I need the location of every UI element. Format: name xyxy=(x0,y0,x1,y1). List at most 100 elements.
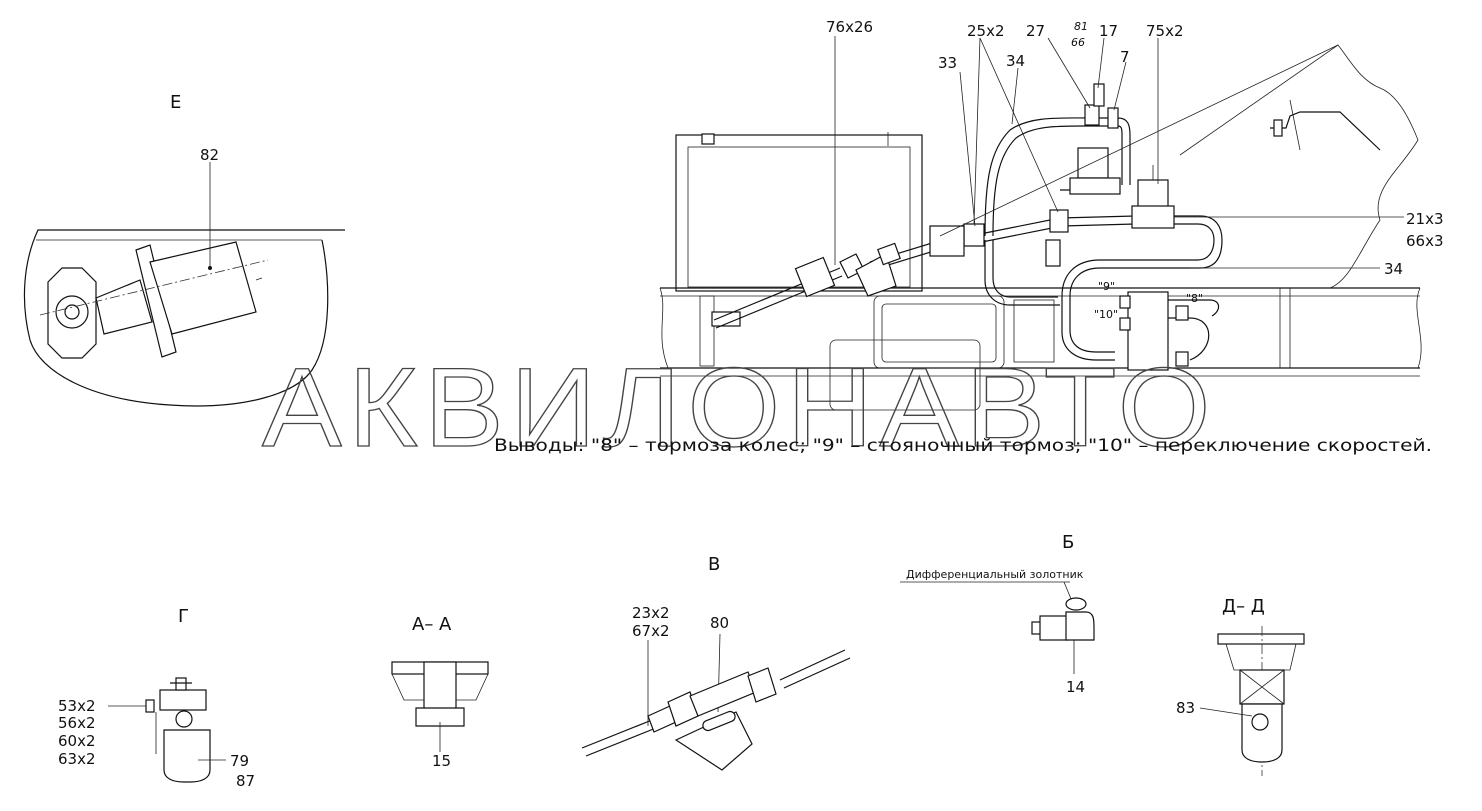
cab-outline xyxy=(1179,44,1419,289)
view-v-pipe-left xyxy=(581,719,653,749)
view-v-nut-right xyxy=(747,667,777,703)
tank-inner xyxy=(687,146,911,288)
view-v-label-67: 67x2 xyxy=(632,622,670,640)
fitting-7 xyxy=(1107,107,1119,129)
leader-27 xyxy=(1047,37,1091,109)
frame-break-left xyxy=(659,287,669,369)
plug-17 xyxy=(1093,83,1105,107)
tee-27 xyxy=(1084,104,1100,126)
callout-7: 7 xyxy=(1120,48,1130,66)
view-v-label-23: 23x2 xyxy=(632,604,670,622)
view-e-fitting xyxy=(255,277,263,281)
filter-nut xyxy=(877,242,901,266)
view-e-title: Е xyxy=(170,92,181,113)
view-g-port xyxy=(175,710,193,728)
view-v-slot xyxy=(702,710,736,732)
view-dd-leader-83 xyxy=(1199,707,1253,717)
view-b-cap xyxy=(1065,597,1087,611)
view-dd-title: Д– Д xyxy=(1222,596,1265,617)
view-dd-cross-2 xyxy=(1239,669,1285,705)
bracket-left xyxy=(699,295,715,367)
view-g-label-56: 56x2 xyxy=(58,714,96,732)
view-b-title: Б xyxy=(1062,532,1074,553)
port-fitting-10 xyxy=(1119,317,1131,331)
view-g: Г 53x2 56x2 60x2 63x2 79 87 xyxy=(58,606,255,790)
view-g-vent xyxy=(175,677,187,691)
pipe-34-down xyxy=(984,240,1060,306)
frame-break-right xyxy=(1416,287,1422,369)
port-fitting-9 xyxy=(1119,295,1131,309)
view-v-pipe-right-2 xyxy=(783,657,851,689)
tank-cap xyxy=(701,133,715,145)
view-v-label-80: 80 xyxy=(710,614,729,632)
callout-34-right: 34 xyxy=(1384,260,1403,278)
cab-fitting xyxy=(1273,119,1283,137)
view-g-label-60: 60x2 xyxy=(58,732,96,750)
clamp-left xyxy=(711,311,741,327)
view-e-axis xyxy=(39,259,269,316)
port-label-8: "8" xyxy=(1186,292,1203,305)
port-label-10: "10" xyxy=(1094,308,1118,321)
port-fitting-8 xyxy=(1175,305,1189,321)
view-g-label-87: 87 xyxy=(236,772,255,790)
cab-pipe xyxy=(1270,111,1381,151)
distributor-block xyxy=(1127,291,1169,371)
tank-outer xyxy=(675,134,923,292)
view-e-nut-center xyxy=(64,304,80,320)
leader-25x2-b xyxy=(979,37,1059,213)
view-dd-plate xyxy=(1217,633,1305,645)
pipe-34-right-loop xyxy=(1069,215,1223,353)
leader-diagonal xyxy=(939,44,1339,237)
callout-81: 81 xyxy=(1074,20,1088,33)
view-v-title: В xyxy=(708,554,720,575)
lower-box-1 xyxy=(873,295,1005,369)
view-dd-label-83: 83 xyxy=(1176,699,1195,717)
view-dd-boss xyxy=(1225,643,1297,671)
bracket-center xyxy=(1013,299,1055,363)
view-b-label-14: 14 xyxy=(1066,678,1085,696)
view-aa-label-15: 15 xyxy=(432,752,451,770)
view-e-cylinder-82 xyxy=(149,241,257,335)
view-e-flange xyxy=(135,244,177,358)
leader-7 xyxy=(1113,61,1127,111)
pipe-port-10 xyxy=(1130,317,1210,361)
pipe-34-down-2 xyxy=(992,240,1058,298)
view-v: В 23x2 67x2 80 xyxy=(581,554,851,771)
view-aa-title: А– А xyxy=(412,614,452,635)
callout-33: 33 xyxy=(938,54,957,72)
leader-17 xyxy=(1097,37,1105,89)
view-b-elbow xyxy=(1065,611,1095,641)
lower-box-1-inner xyxy=(881,303,997,363)
fitting-33 xyxy=(963,223,985,247)
leader-34-top xyxy=(1011,67,1019,125)
view-dd: Д– Д 83 xyxy=(1176,596,1305,776)
pipe-port-8 xyxy=(1135,299,1220,317)
view-b: Б Дифференциальный золотник 14 xyxy=(900,532,1095,696)
callout-66: 66 xyxy=(1071,36,1085,49)
view-g-label-79: 79 xyxy=(230,752,249,770)
callout-34-top: 34 xyxy=(1006,52,1025,70)
view-g-label-53: 53x2 xyxy=(58,697,96,715)
callout-27: 27 xyxy=(1026,22,1045,40)
view-b-fitting-14 xyxy=(1039,615,1069,641)
view-dd-port xyxy=(1251,713,1269,731)
clamp-center xyxy=(1045,239,1061,267)
view-v-body-80 xyxy=(689,671,757,717)
view-v-pipe-left-2 xyxy=(585,727,657,757)
view-g-label-63: 63x2 xyxy=(58,750,96,768)
callout-17: 17 xyxy=(1099,22,1118,40)
view-aa: А– А 15 xyxy=(391,614,489,770)
valve-75x2-base xyxy=(1131,205,1175,229)
cab-edge xyxy=(1289,99,1301,151)
watermark-text: АКВИЛОНАВТО xyxy=(262,345,1217,470)
view-aa-nut-15 xyxy=(415,707,465,727)
main-assembly: 76x26 33 25x2 34 27 81 66 17 7 75x2 21x3… xyxy=(659,18,1444,411)
view-aa-bore xyxy=(423,661,457,711)
outputs-note: Выводы: "8" – тормоза колес; "9" – стоян… xyxy=(494,436,1432,456)
view-b-caption: Дифференциальный золотник xyxy=(906,568,1084,581)
clamp-76x26 xyxy=(794,256,836,298)
view-e-leader-dot xyxy=(208,266,212,270)
callout-66x3: 66x3 xyxy=(1406,232,1444,250)
view-e-rod xyxy=(95,279,153,335)
